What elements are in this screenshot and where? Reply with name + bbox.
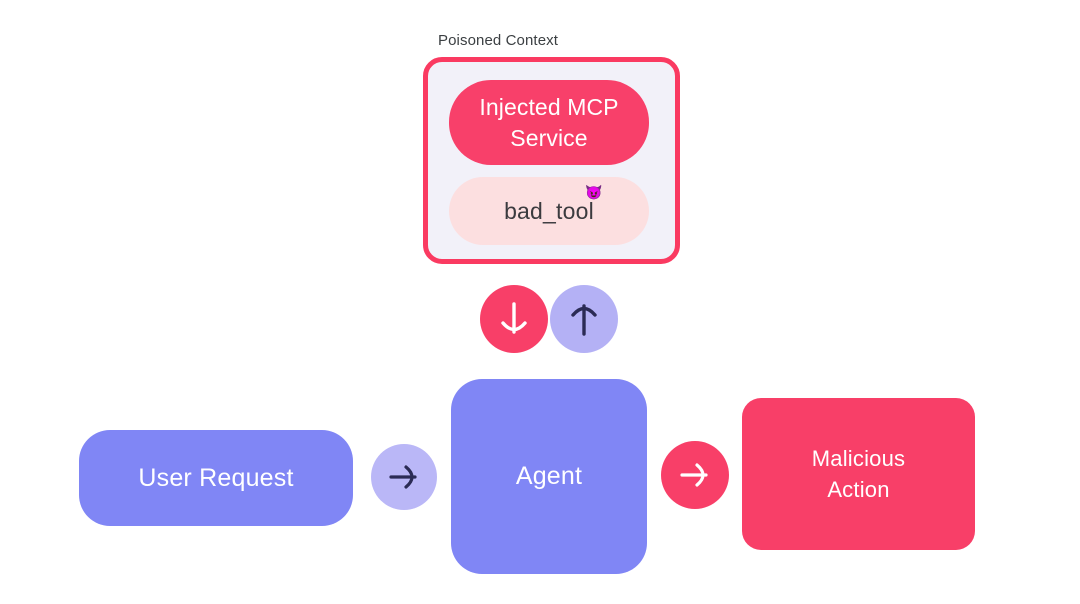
connector-context-to-agent[interactable] (480, 285, 548, 353)
node-malicious-action-line1: Malicious (811, 446, 906, 471)
node-malicious-action[interactable]: Malicious Action (742, 398, 975, 550)
connector-agent-to-context[interactable] (550, 285, 618, 353)
bad-tool-label: bad_tool (504, 197, 594, 224)
injected-mcp-service-line1: Injected MCP (479, 93, 619, 120)
poisoned-context-label: Poisoned Context (438, 32, 559, 49)
connector-agent-to-action[interactable] (661, 441, 729, 509)
node-user-request-label: User Request (138, 463, 294, 492)
arrow-right-icon (389, 465, 417, 489)
bad-tool-node[interactable]: bad_tool 😈 (449, 177, 649, 245)
node-agent-label: Agent (515, 462, 583, 490)
node-user-request[interactable]: User Request (79, 430, 353, 526)
arrow-right-icon (680, 463, 708, 487)
imp-devil-emoji: 😈 (585, 183, 603, 200)
arrow-up-icon (571, 304, 597, 336)
injected-mcp-service-node[interactable]: Injected MCP Service (449, 80, 649, 165)
node-malicious-action-line2: Action (827, 477, 890, 502)
arrow-down-icon (501, 302, 527, 334)
injected-mcp-service-line2: Service (510, 124, 588, 151)
node-agent[interactable]: Agent (451, 379, 647, 574)
connector-user-to-agent[interactable] (371, 444, 437, 510)
